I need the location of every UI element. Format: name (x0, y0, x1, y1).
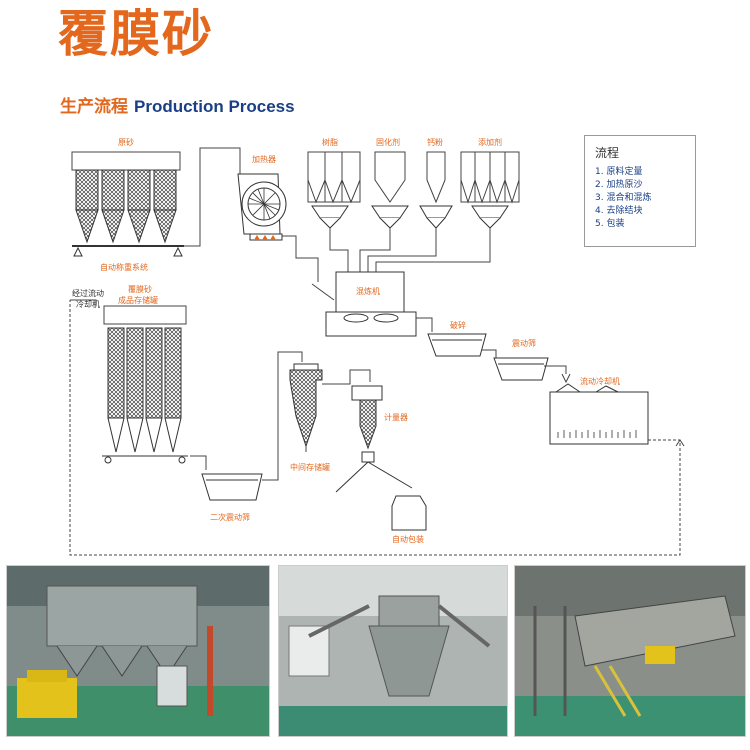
silo-2 (101, 169, 125, 244)
raw-sand-silos (71, 151, 184, 257)
auto-packing-bag (391, 495, 427, 531)
legend-step: 2. 加热原沙 (595, 180, 643, 190)
curing-agent-hopper (371, 151, 409, 229)
heater (237, 173, 287, 241)
label-intermediate-tank: 中间存储罐 (290, 462, 330, 472)
label-cooled-note-2: 冷却机 (76, 299, 100, 309)
label-product-tank-1: 覆膜砂 (128, 284, 152, 294)
silo-1 (75, 169, 99, 244)
factory-photo-conveyor (514, 565, 746, 737)
factory-photo-mixer (278, 565, 508, 737)
legend-steps: 1. 原料定量 2. 加热原沙 3. 混合和混炼 4. 去除结块 5. 包装 (595, 166, 685, 231)
product-storage-tank (102, 305, 188, 464)
label-heater: 加热器 (252, 154, 276, 164)
fluid-cooler (549, 383, 649, 445)
label-cooled-note-1: 经过流动 (72, 288, 104, 298)
additive-hoppers (460, 151, 520, 229)
label-crusher: 破碎 (450, 320, 466, 330)
process-diagram: 原砂 自动称重系统 加热器 树脂 (69, 137, 685, 556)
silo-4 (153, 169, 177, 244)
silo-3 (127, 169, 151, 244)
label-vibrating-screen: 震动筛 (512, 338, 536, 348)
label-resin: 树脂 (322, 137, 338, 147)
process-legend: 流程 1. 原料定量 2. 加热原沙 3. 混合和混炼 4. 去除结块 5. 包… (584, 135, 696, 247)
crusher (427, 333, 487, 357)
label-calcium-powder: 钙粉 (427, 137, 443, 147)
resin-hoppers (307, 151, 361, 229)
label-product-tank-2: 成品存储罐 (118, 295, 158, 305)
main-title: 覆膜砂 (58, 5, 214, 63)
label-auto-weigh: 自动称重系统 (100, 262, 148, 272)
legend-title: 流程 (595, 146, 620, 160)
intermediate-storage-tank (289, 363, 323, 448)
label-curing-agent: 固化剂 (376, 137, 400, 147)
metering-device (335, 385, 413, 493)
label-mixer: 混炼机 (356, 286, 380, 296)
label-fluid-cooler: 流动冷却机 (580, 376, 620, 386)
legend-step: 4. 去除结块 (595, 206, 643, 216)
factory-photos (0, 565, 750, 750)
label-raw-sand: 原砂 (118, 137, 134, 147)
label-auto-packing: 自动包装 (392, 534, 424, 544)
label-metering: 计量器 (384, 412, 408, 422)
section-title: 生产流程 Production Process (60, 96, 295, 118)
factory-photo-silos (6, 565, 270, 737)
section-title-cn: 生产流程 (60, 97, 128, 117)
legend-step: 5. 包装 (595, 219, 625, 229)
label-additive: 添加剂 (478, 137, 502, 147)
legend-step: 1. 原料定量 (595, 167, 643, 177)
legend-step: 3. 混合和混炼 (595, 193, 652, 203)
calcium-powder-hopper (419, 151, 453, 229)
section-title-en: Production Process (134, 97, 295, 116)
label-secondary-screen: 二次震动筛 (210, 512, 250, 522)
mixer (325, 271, 417, 337)
vibrating-screen (493, 357, 549, 381)
secondary-vibrating-screen (201, 473, 263, 501)
